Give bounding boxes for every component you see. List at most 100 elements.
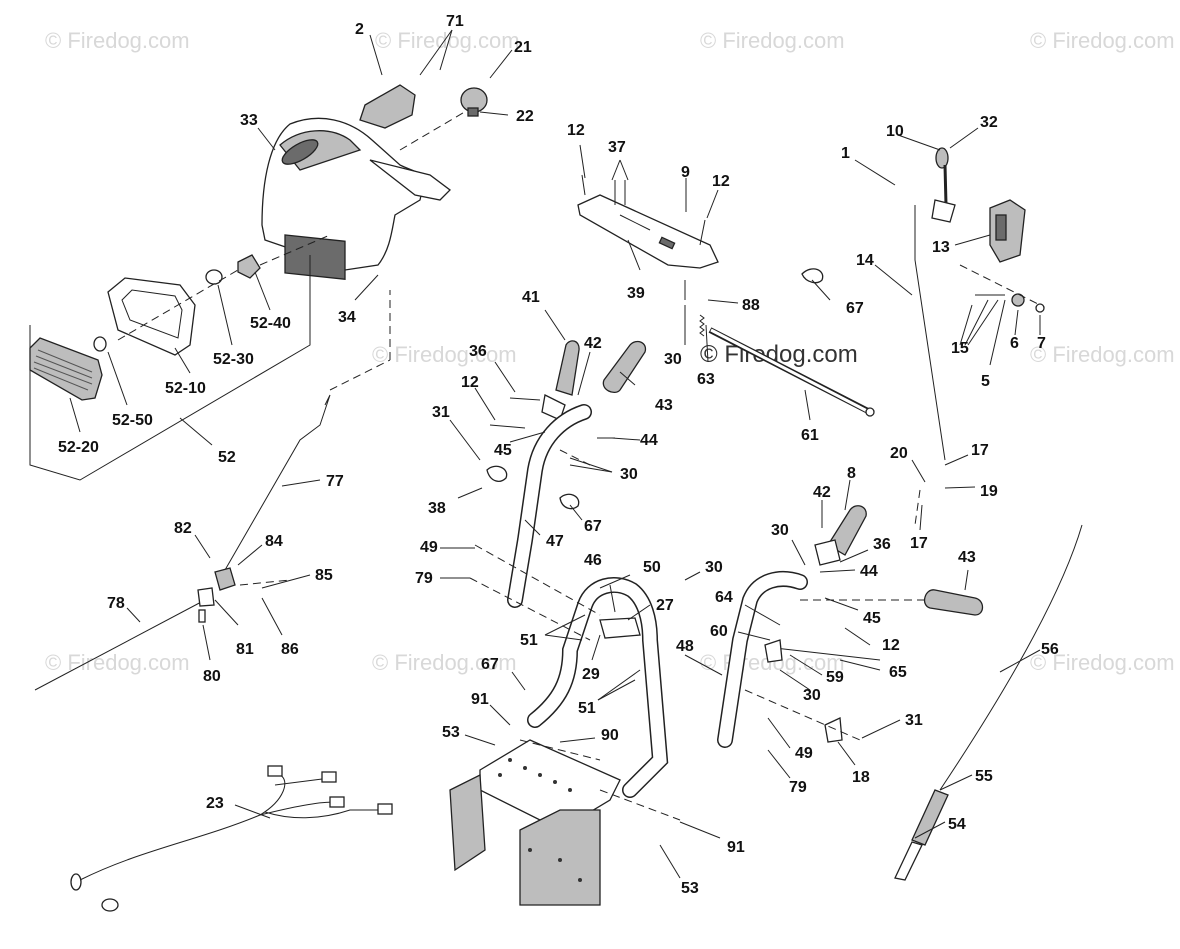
callout-18: 18 (852, 769, 870, 786)
callout-46: 46 (584, 552, 602, 569)
frame-bracket (449, 739, 681, 906)
callout-50: 50 (643, 559, 661, 576)
callout-23: 23 (206, 795, 224, 812)
callout-91-b: 91 (727, 839, 745, 856)
callout-52: 52 (218, 449, 236, 466)
callout-9: 9 (681, 164, 690, 181)
callout-45-a: 45 (494, 442, 512, 459)
callout-52-30: 52-30 (213, 351, 254, 368)
callout-36-a: 36 (469, 343, 487, 360)
callout-52-10: 52-10 (165, 380, 206, 397)
callout-38: 38 (428, 500, 446, 517)
callout-8: 8 (847, 465, 856, 482)
callout-20: 20 (890, 445, 908, 462)
callout-36-b: 36 (873, 536, 891, 553)
callout-32: 32 (980, 114, 998, 131)
callout-5: 5 (981, 373, 990, 390)
callout-labels: 2 71 21 22 33 34 52-40 52-30 52-10 52-50… (58, 13, 1059, 897)
callout-21: 21 (514, 39, 532, 56)
callout-52-20: 52-20 (58, 439, 99, 456)
watermark-1: © Firedog.com (45, 28, 190, 53)
callout-82: 82 (174, 520, 192, 537)
left-handle-group (486, 340, 647, 608)
callout-84: 84 (265, 533, 283, 550)
callout-22: 22 (516, 108, 534, 125)
callout-6: 6 (1010, 335, 1019, 352)
watermark-8: © Firedog.com (372, 650, 517, 675)
callout-30-d: 30 (771, 522, 789, 539)
leader-lines (69, 29, 1041, 879)
callout-2: 2 (355, 21, 364, 38)
callout-13: 13 (932, 239, 950, 256)
callout-51-a: 51 (520, 632, 538, 649)
callout-44-b: 44 (860, 563, 878, 580)
callout-31-b: 31 (905, 712, 923, 729)
callout-12-c: 12 (461, 374, 479, 391)
callout-39: 39 (627, 285, 645, 302)
callout-34: 34 (338, 309, 356, 326)
watermark-3: © Firedog.com (700, 28, 845, 53)
callout-67-b: 67 (584, 518, 602, 535)
callout-43-b: 43 (958, 549, 976, 566)
shift-lever-assembly (801, 147, 1045, 461)
callout-30-c: 30 (705, 559, 723, 576)
callout-30-a: 30 (664, 351, 682, 368)
callout-12-a: 12 (567, 122, 585, 139)
callout-59: 59 (826, 669, 844, 686)
callout-30-e: 30 (803, 687, 821, 704)
watermarks: © Firedog.com © Firedog.com © Firedog.co… (45, 28, 1175, 675)
callout-65: 65 (889, 664, 907, 681)
callout-53-b: 53 (681, 880, 699, 897)
callout-54: 54 (948, 816, 966, 833)
callout-33: 33 (240, 112, 258, 129)
callout-44-a: 44 (640, 432, 658, 449)
watermark-10: © Firedog.com (1030, 650, 1175, 675)
callout-42-a: 42 (584, 335, 602, 352)
watermark-6: © Firedog.com (1030, 342, 1175, 367)
callout-41: 41 (522, 289, 540, 306)
callout-17-a: 17 (971, 442, 989, 459)
callout-63: 63 (697, 371, 715, 388)
callout-60: 60 (710, 623, 728, 640)
control-panel (577, 174, 875, 417)
callout-64: 64 (715, 589, 733, 606)
callout-53-a: 53 (442, 724, 460, 741)
callout-48: 48 (676, 638, 694, 655)
callout-27: 27 (656, 597, 674, 614)
callout-79-a: 79 (415, 570, 433, 587)
wire-harness (70, 765, 393, 912)
callout-81: 81 (236, 641, 254, 658)
chute-control-rod (34, 290, 391, 691)
callout-12-b: 12 (712, 173, 730, 190)
callout-7: 7 (1037, 335, 1046, 352)
callout-91-a: 91 (471, 691, 489, 708)
callout-49-b: 49 (795, 745, 813, 762)
callout-85: 85 (315, 567, 333, 584)
callout-29: 29 (582, 666, 600, 683)
callout-47: 47 (546, 533, 564, 550)
watermark-5: © Firedog.com (372, 342, 517, 367)
callout-67-a: 67 (846, 300, 864, 317)
callout-42-b: 42 (813, 484, 831, 501)
callout-43-a: 43 (655, 397, 673, 414)
callout-78: 78 (107, 595, 125, 612)
callout-55: 55 (975, 768, 993, 785)
callout-90: 90 (601, 727, 619, 744)
right-handle (717, 489, 984, 748)
callout-61: 61 (801, 427, 819, 444)
callout-15: 15 (951, 340, 969, 357)
watermark-4: © Firedog.com (1030, 28, 1175, 53)
callout-80: 80 (203, 668, 221, 685)
callout-52-40: 52-40 (250, 315, 291, 332)
callout-51-b: 51 (578, 700, 596, 717)
watermark-2: © Firedog.com (375, 28, 520, 53)
callout-37: 37 (608, 139, 626, 156)
callout-30-b: 30 (620, 466, 638, 483)
callout-17-b: 17 (910, 535, 928, 552)
callout-45-b: 45 (863, 610, 881, 627)
callout-71: 71 (446, 13, 464, 30)
callout-88: 88 (742, 297, 760, 314)
callout-86: 86 (281, 641, 299, 658)
headlight-assembly (29, 84, 488, 481)
callout-19: 19 (980, 483, 998, 500)
